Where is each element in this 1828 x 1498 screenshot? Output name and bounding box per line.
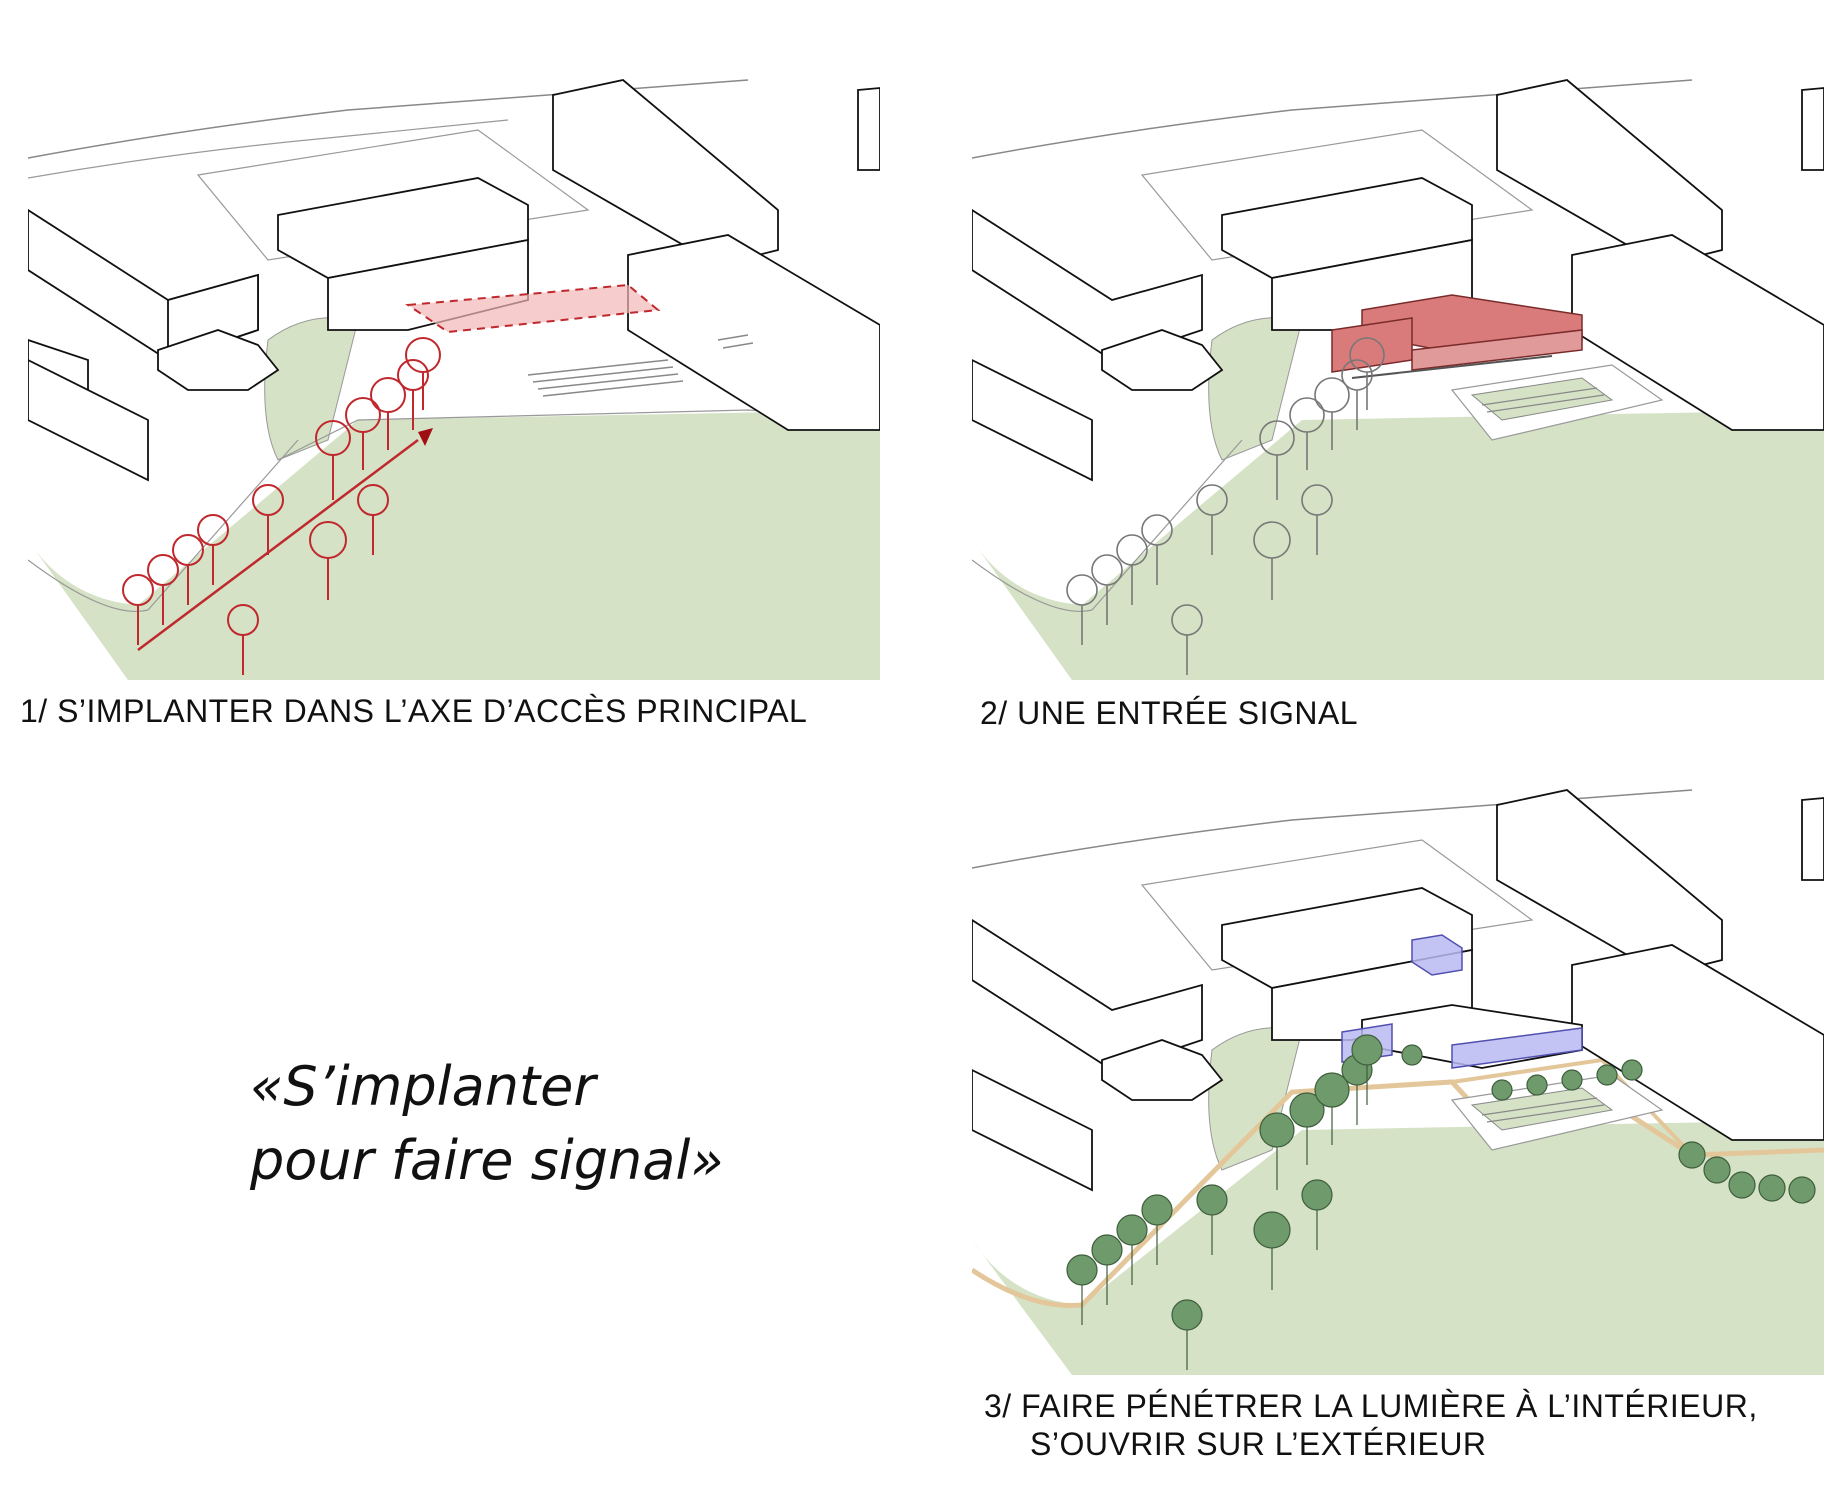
motto-line-2: pour faire signal» xyxy=(250,1129,724,1192)
axonometric-site-plan-3 xyxy=(972,789,1824,1375)
glazed-volumes xyxy=(1341,934,1583,1069)
site-base xyxy=(972,79,1824,680)
step-3-caption: 3/ FAIRE PÉNÉTRER LA LUMIÈRE À L’INTÉRIE… xyxy=(984,1387,1758,1464)
step-3-caption-line-2: S’OUVRIR SUR L’EXTÉRIEUR xyxy=(1030,1426,1487,1463)
diagram-step-3 xyxy=(972,770,1824,1375)
parking xyxy=(1450,364,1664,441)
diagram-step-2 xyxy=(972,60,1824,680)
access-axis-arrow xyxy=(137,428,433,651)
step-2-caption: 2/ UNE ENTRÉE SIGNAL xyxy=(980,695,1359,731)
trees-outline xyxy=(1066,337,1385,675)
buildings xyxy=(28,79,880,482)
parking-marks xyxy=(527,334,754,397)
trees-red xyxy=(122,337,441,675)
footprint-zone xyxy=(405,283,661,334)
step-3-caption-line-1: 3/ FAIRE PÉNÉTRER LA LUMIÈRE À L’INTÉRIE… xyxy=(984,1388,1758,1424)
axonometric-site-plan-1 xyxy=(28,79,880,680)
project-motto: «S’implanter pour faire signal» xyxy=(250,1050,724,1198)
diagram-step-1 xyxy=(28,60,880,680)
motto-line-1: «S’implanter xyxy=(250,1055,596,1118)
axonometric-site-plan-2 xyxy=(972,79,1824,680)
entrance-building xyxy=(1331,294,1583,379)
step-1-caption: 1/ S’IMPLANTER DANS L’AXE D’ACCÈS PRINCI… xyxy=(20,693,808,729)
trees-green xyxy=(1066,1034,1816,1370)
site-base xyxy=(28,79,880,680)
